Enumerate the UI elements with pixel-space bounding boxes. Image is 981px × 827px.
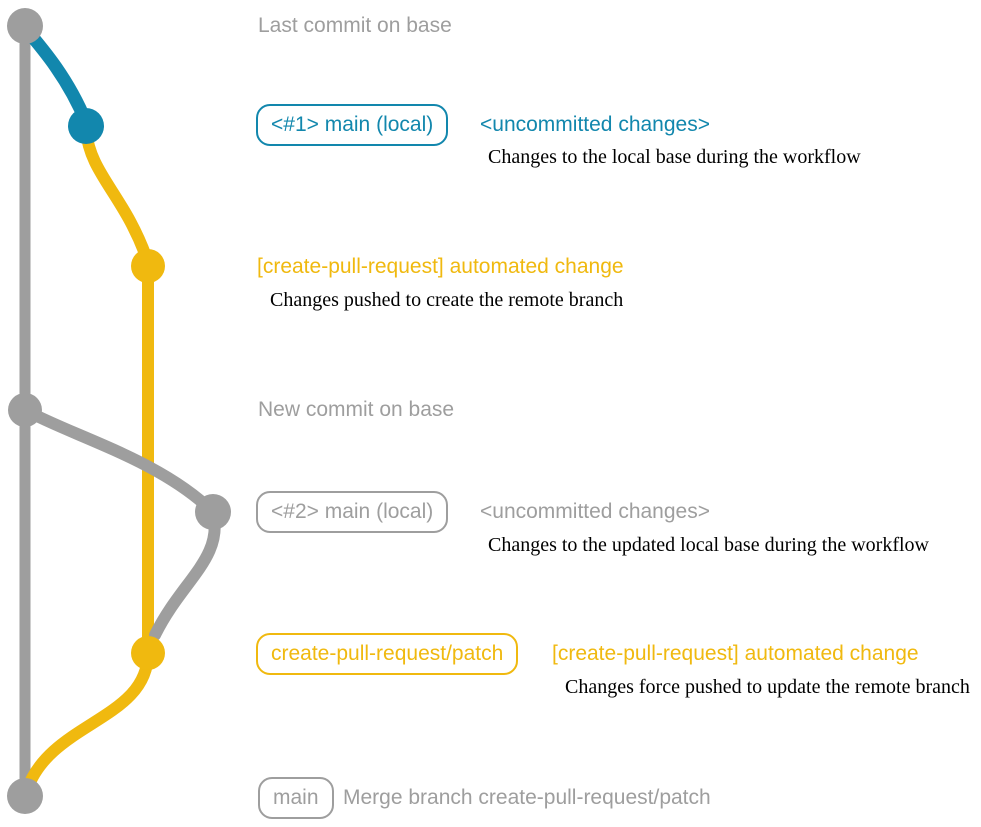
commit-dot-automated-2	[131, 636, 165, 670]
annotation-last-commit-on-base: Last commit on base	[258, 14, 452, 37]
commit-dot-last-base	[7, 8, 43, 44]
commit-dot-new-base	[8, 393, 42, 427]
commit-graph	[7, 8, 231, 814]
commit-dot-automated-1	[131, 249, 165, 283]
note-local-base-changes-1: Changes to the local base during the wor…	[488, 146, 861, 168]
commit-message-automated-change-2: [create-pull-request] automated change	[552, 642, 919, 665]
branch-tag-main-local-2: <#2> main (local)	[256, 491, 449, 533]
commit-dot-uncommitted-2	[195, 494, 231, 530]
commit-message-automated-change-1: [create-pull-request] automated change	[257, 255, 624, 278]
commit-dot-uncommitted-1	[68, 108, 104, 144]
status-uncommitted-changes-1: <uncommitted changes>	[480, 113, 710, 136]
branch-tag-main-local-1: <#1> main (local)	[256, 104, 449, 146]
note-pushed-to-create-branch: Changes pushed to create the remote bran…	[270, 289, 624, 311]
annotation-new-commit-on-base: New commit on base	[258, 398, 455, 421]
base-update-curve-out	[19, 404, 219, 518]
status-uncommitted-changes-2: <uncommitted changes>	[480, 500, 710, 523]
base-update-curve-in	[149, 506, 221, 641]
note-updated-local-base-changes: Changes to the updated local base during…	[488, 534, 929, 556]
commit-message-merge-branch: Merge branch create-pull-request/patch	[343, 786, 711, 809]
note-force-pushed-update: Changes force pushed to update the remot…	[565, 676, 970, 698]
branch-tag-main: main	[258, 777, 334, 819]
main-local-branch-curve	[18, 21, 93, 129]
branch-tag-patch: create-pull-request/patch	[256, 633, 519, 675]
commit-dot-merge	[7, 778, 43, 814]
